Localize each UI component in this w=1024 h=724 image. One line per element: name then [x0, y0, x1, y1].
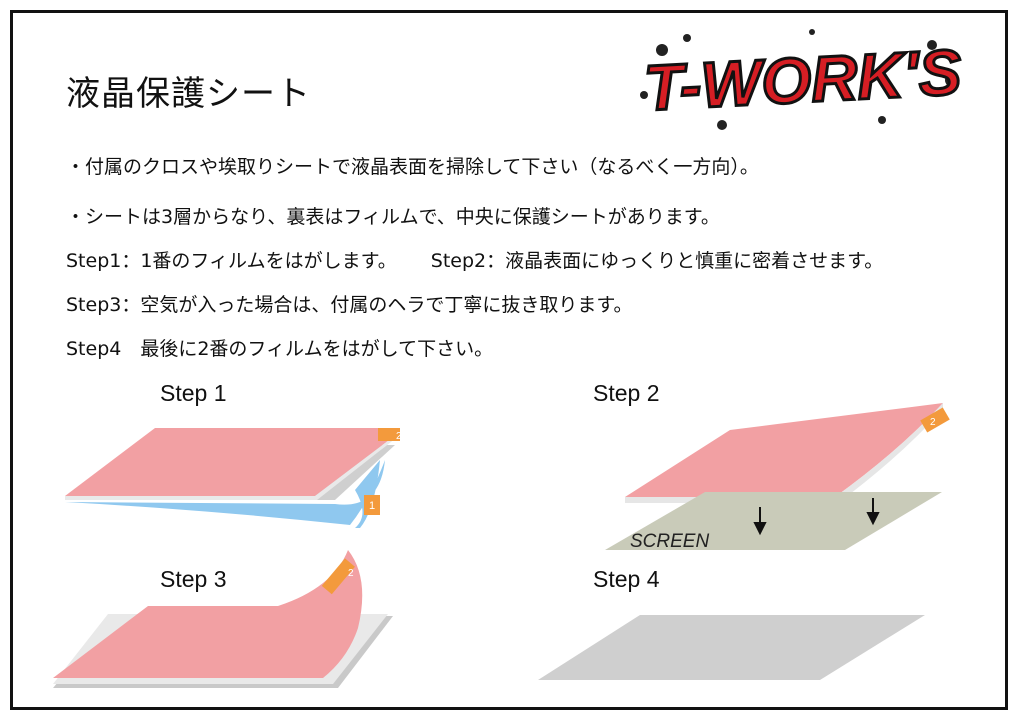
step2-instruction: Step2：液晶表面にゆっくりと慎重に密着させます。 — [430, 250, 884, 272]
film-1 — [65, 460, 385, 525]
tab-2-number: 2 — [930, 417, 936, 428]
page-title: 液晶保護シート — [66, 74, 311, 114]
tab-2 — [321, 558, 355, 595]
step3-illustration: 2 — [53, 550, 393, 688]
instruction-line-1: ・付属のクロスや埃取りシートで液晶表面を掃除して下さい（なるべく一方向）。 — [66, 156, 759, 178]
instruction-line-4: Step3：空気が入った場合は、付属のヘラで丁寧に抜き取ります。 — [66, 294, 633, 316]
step4-label: Step 4 — [593, 566, 660, 592]
tab-2 — [378, 428, 400, 441]
instruction-line-2: ・シートは3層からなり、裏表はフィルムで、中央に保護シートがあります。 — [66, 206, 720, 228]
protective-sheet — [65, 428, 400, 496]
instruction-line-5: Step4 最後に2番のフィルムをはがして下さい。 — [66, 338, 494, 360]
tab-2 — [920, 407, 950, 433]
step4-illustration — [538, 615, 925, 680]
step2-label: Step 2 — [593, 380, 660, 406]
tab-2-number: 2 — [348, 568, 354, 579]
step1-label: Step 1 — [160, 380, 227, 406]
step2-illustration: 2 SCREEN — [605, 403, 950, 552]
brand-logo: T-WORK'S — [640, 29, 965, 130]
instruction-line-3: Step1：1番のフィルムをはがします。 Step2：液晶表面にゆっくりと慎重に密… — [66, 246, 883, 273]
protective-sheet — [53, 550, 363, 678]
step3-label: Step 3 — [160, 566, 227, 592]
step1-illustration: 2 1 — [65, 428, 400, 528]
tab-1 — [364, 495, 380, 515]
screen-surface — [605, 492, 942, 550]
down-arrows — [753, 498, 880, 536]
document-frame — [10, 10, 1008, 710]
step1-instruction: Step1：1番のフィルムをはがします。 — [66, 250, 397, 272]
screen-label: SCREEN — [630, 531, 709, 552]
protected-screen — [538, 615, 925, 680]
tab-1-number: 1 — [369, 500, 375, 512]
tab-2-number: 2 — [396, 431, 400, 442]
sheet-lowering — [625, 403, 943, 497]
logo-text: T-WORK'S — [642, 36, 963, 125]
